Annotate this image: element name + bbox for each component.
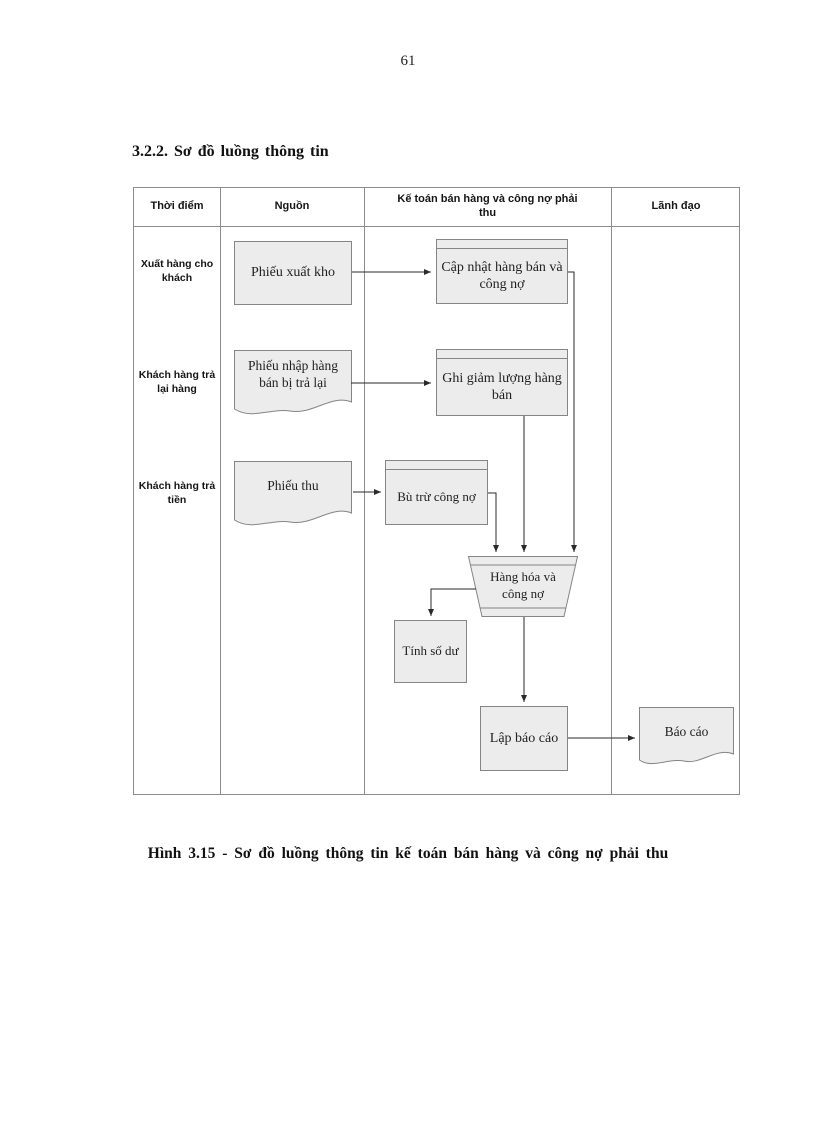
node-lap-bao-cao-label: Lập báo cáo bbox=[489, 730, 559, 746]
process-header-strip bbox=[386, 461, 487, 470]
column-header-ke-toan-label: Kế toán bán hàng và công nợ phải thu bbox=[397, 193, 578, 219]
section-heading: 3.2.2. Sơ đồ luồng thông tin bbox=[132, 143, 329, 160]
header-separator bbox=[134, 226, 739, 227]
node-tinh-so-du-label: Tính số dư bbox=[402, 643, 459, 659]
node-bu-tru-cong-no: Bù trừ công nợ bbox=[385, 460, 488, 525]
process-header-strip bbox=[437, 350, 567, 359]
node-ghi-giam-label: Ghi giảm lượng hàng bán bbox=[442, 370, 562, 404]
page-number: 61 bbox=[400, 53, 416, 69]
row-label-xuat-hang-cho-khach: Xuất hàng cho khách bbox=[140, 257, 214, 284]
column-header-lanh-dao: Lãnh đạo bbox=[651, 200, 701, 213]
flow-diagram-table: Thời điểm Nguồn Kế toán bán hàng và công… bbox=[133, 187, 740, 795]
node-bao-cao-label: Báo cáo bbox=[664, 723, 709, 739]
node-hang-hoa-datastore: Hàng hóa và công nợ bbox=[467, 556, 579, 617]
column-header-ke-toan: Kế toán bán hàng và công nợ phải thu bbox=[364, 188, 611, 226]
document-shape-icon bbox=[639, 707, 734, 765]
column-divider bbox=[220, 188, 221, 794]
node-cap-nhat-label: Cập nhật hàng bán và công nợ bbox=[441, 259, 563, 293]
node-cap-nhat-hang-ban: Cập nhật hàng bán và công nợ bbox=[436, 239, 568, 304]
column-divider bbox=[611, 188, 612, 794]
node-phieu-nhap-document: Phiếu nhập hàng bán bị trả lại bbox=[234, 350, 352, 420]
node-phieu-thu-label: Phiếu thu bbox=[267, 477, 319, 493]
node-bao-cao-document: Báo cáo bbox=[639, 707, 734, 773]
figure-caption: Hình 3.15 - Sơ đồ luồng thông tin kế toá… bbox=[147, 845, 669, 862]
process-header-strip bbox=[437, 240, 567, 249]
node-tinh-so-du: Tính số dư bbox=[394, 620, 467, 683]
node-phieu-nhap-label: Phiếu nhập hàng bán bị trả lại bbox=[248, 358, 338, 390]
row-label-khach-hang-tra-tien: Khách hàng trả tiền bbox=[138, 479, 216, 506]
node-phieu-xuat-kho: Phiếu xuất kho bbox=[234, 241, 352, 305]
row-label-khach-hang-tra-lai-hang: Khách hàng trả lại hàng bbox=[138, 368, 216, 395]
trapezoid-shape-icon bbox=[467, 556, 579, 617]
column-header-thoi-diem: Thời điểm bbox=[150, 200, 204, 213]
column-divider bbox=[364, 188, 365, 794]
node-phieu-thu-document: Phiếu thu bbox=[234, 461, 352, 531]
node-bu-tru-label: Bù trừ công nợ bbox=[397, 488, 476, 504]
document-shape-icon bbox=[234, 461, 352, 526]
node-lap-bao-cao: Lập báo cáo bbox=[480, 706, 568, 771]
node-hang-hoa-label: Hàng hóa và công nợ bbox=[490, 568, 556, 601]
node-phieu-xuat-kho-label: Phiếu xuất kho bbox=[251, 265, 335, 281]
document-shape-icon bbox=[234, 350, 352, 415]
column-header-nguon: Nguồn bbox=[274, 200, 310, 213]
node-ghi-giam-luong-hang-ban: Ghi giảm lượng hàng bán bbox=[436, 349, 568, 416]
